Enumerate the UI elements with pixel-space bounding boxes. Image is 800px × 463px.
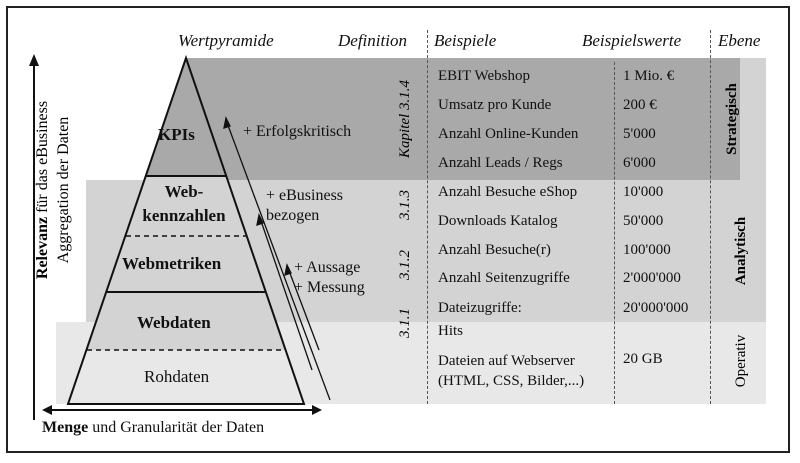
- level-analytic: Analytisch: [733, 216, 749, 286]
- level-strategic-box: [716, 58, 740, 180]
- pyramid-outline: [66, 54, 306, 405]
- value-row-6: 50'000: [623, 213, 664, 229]
- pyramid-label-webdaten: Webdaten: [137, 313, 211, 332]
- header-examples: Beispiele: [434, 31, 497, 50]
- level-strategic: Strategisch: [724, 83, 740, 155]
- qualifier-ebusiness: + eBusiness bezogen: [266, 187, 344, 224]
- example-row-8: Anzahl Seitenzugriffe: [438, 270, 570, 286]
- pyramid-label-kennzahlen: Web- kennzahlen: [142, 182, 226, 225]
- pyramid-label-kpis: KPIs: [158, 125, 195, 144]
- x-axis-arrowhead-left: [42, 405, 52, 415]
- chapter-kpi: Kapitel 3.1.4: [397, 80, 413, 158]
- upward-arrows: [223, 116, 331, 401]
- example-row-5: Anzahl Besuche eShop: [438, 184, 578, 200]
- divider-definition: [427, 30, 428, 404]
- y-axis-label: Relevanz für das eBusiness Aggregation d…: [32, 60, 76, 320]
- value-row-1: 1 Mio. €: [623, 68, 675, 84]
- y-axis-label-rest: für das eBusiness: [34, 100, 51, 217]
- header-level: Ebene: [718, 31, 761, 50]
- value-row-3: 5'000: [623, 126, 656, 142]
- y-axis-label-line1: Relevanz für das eBusiness: [32, 60, 53, 320]
- x-axis-arrowhead-right: [312, 405, 322, 415]
- example-row-7: Anzahl Besuche(r): [438, 242, 551, 258]
- value-row-2: 200 €: [623, 97, 657, 113]
- chapter-kennzahlen: 3.1.3: [397, 190, 413, 220]
- divider-level: [710, 30, 711, 404]
- value-row-11: 20 GB: [623, 351, 663, 367]
- value-row-9: 20'000'000: [623, 300, 689, 316]
- example-row-9: Dateizugriffe:: [438, 300, 522, 316]
- example-row-1: EBIT Webshop: [438, 68, 530, 84]
- y-axis-arrowhead: [29, 54, 39, 66]
- level-col-operative: [740, 322, 766, 404]
- value-row-4: 6'000: [623, 155, 656, 171]
- pyramid-label-rohdaten: Rohdaten: [144, 367, 210, 386]
- header-definition: Definition: [338, 31, 407, 50]
- chapter-metriken: 3.1.2: [397, 250, 413, 280]
- qualifier-erfolgskritisch: + Erfolgskritisch: [243, 123, 352, 140]
- x-axis-label: Menge und Granularität der Daten: [42, 419, 264, 437]
- outer-frame: [6, 6, 790, 453]
- qualifier-aussage: + Aussage + Messung: [294, 259, 365, 296]
- x-axis-label-rest: und Granularität der Daten: [88, 419, 265, 436]
- example-row-3: Anzahl Online-Kunden: [438, 126, 579, 142]
- value-row-7: 100'000: [623, 242, 671, 258]
- example-row-4: Anzahl Leads / Regs: [438, 155, 563, 171]
- pyramid-kpi-fill: [146, 58, 226, 176]
- y-axis-label-bold: Relevanz: [34, 216, 51, 280]
- example-row-2: Umsatz pro Kunde: [438, 97, 552, 113]
- divider-values: [614, 62, 615, 404]
- pyramid-metriken-fill: [107, 236, 265, 292]
- header-pyramid: Wertpyramide: [178, 31, 274, 50]
- chapter-daten: 3.1.1: [397, 308, 413, 338]
- level-col-analytic: [740, 58, 766, 322]
- pyramid-label-metriken: Webmetriken: [122, 254, 222, 273]
- value-row-8: 2'000'000: [623, 270, 681, 286]
- example-row-11: Dateien auf Webserver (HTML, CSS, Bilder…: [438, 353, 585, 389]
- example-row-6: Downloads Katalog: [438, 213, 558, 229]
- x-axis-label-bold: Menge: [42, 419, 89, 436]
- pyramid-webdaten-fill: [87, 292, 285, 350]
- y-axis-label-line2: Aggregation der Daten: [55, 116, 72, 264]
- strategic-band: [186, 58, 766, 180]
- header-values: Beispielswerte: [582, 31, 682, 50]
- value-row-5: 10'000: [623, 184, 664, 200]
- example-row-10: Hits: [438, 323, 464, 339]
- pyramid-rohdaten-fill: [68, 350, 304, 404]
- level-operative: Operativ: [733, 334, 749, 388]
- pyramid-kennzahlen-fill: [126, 176, 246, 236]
